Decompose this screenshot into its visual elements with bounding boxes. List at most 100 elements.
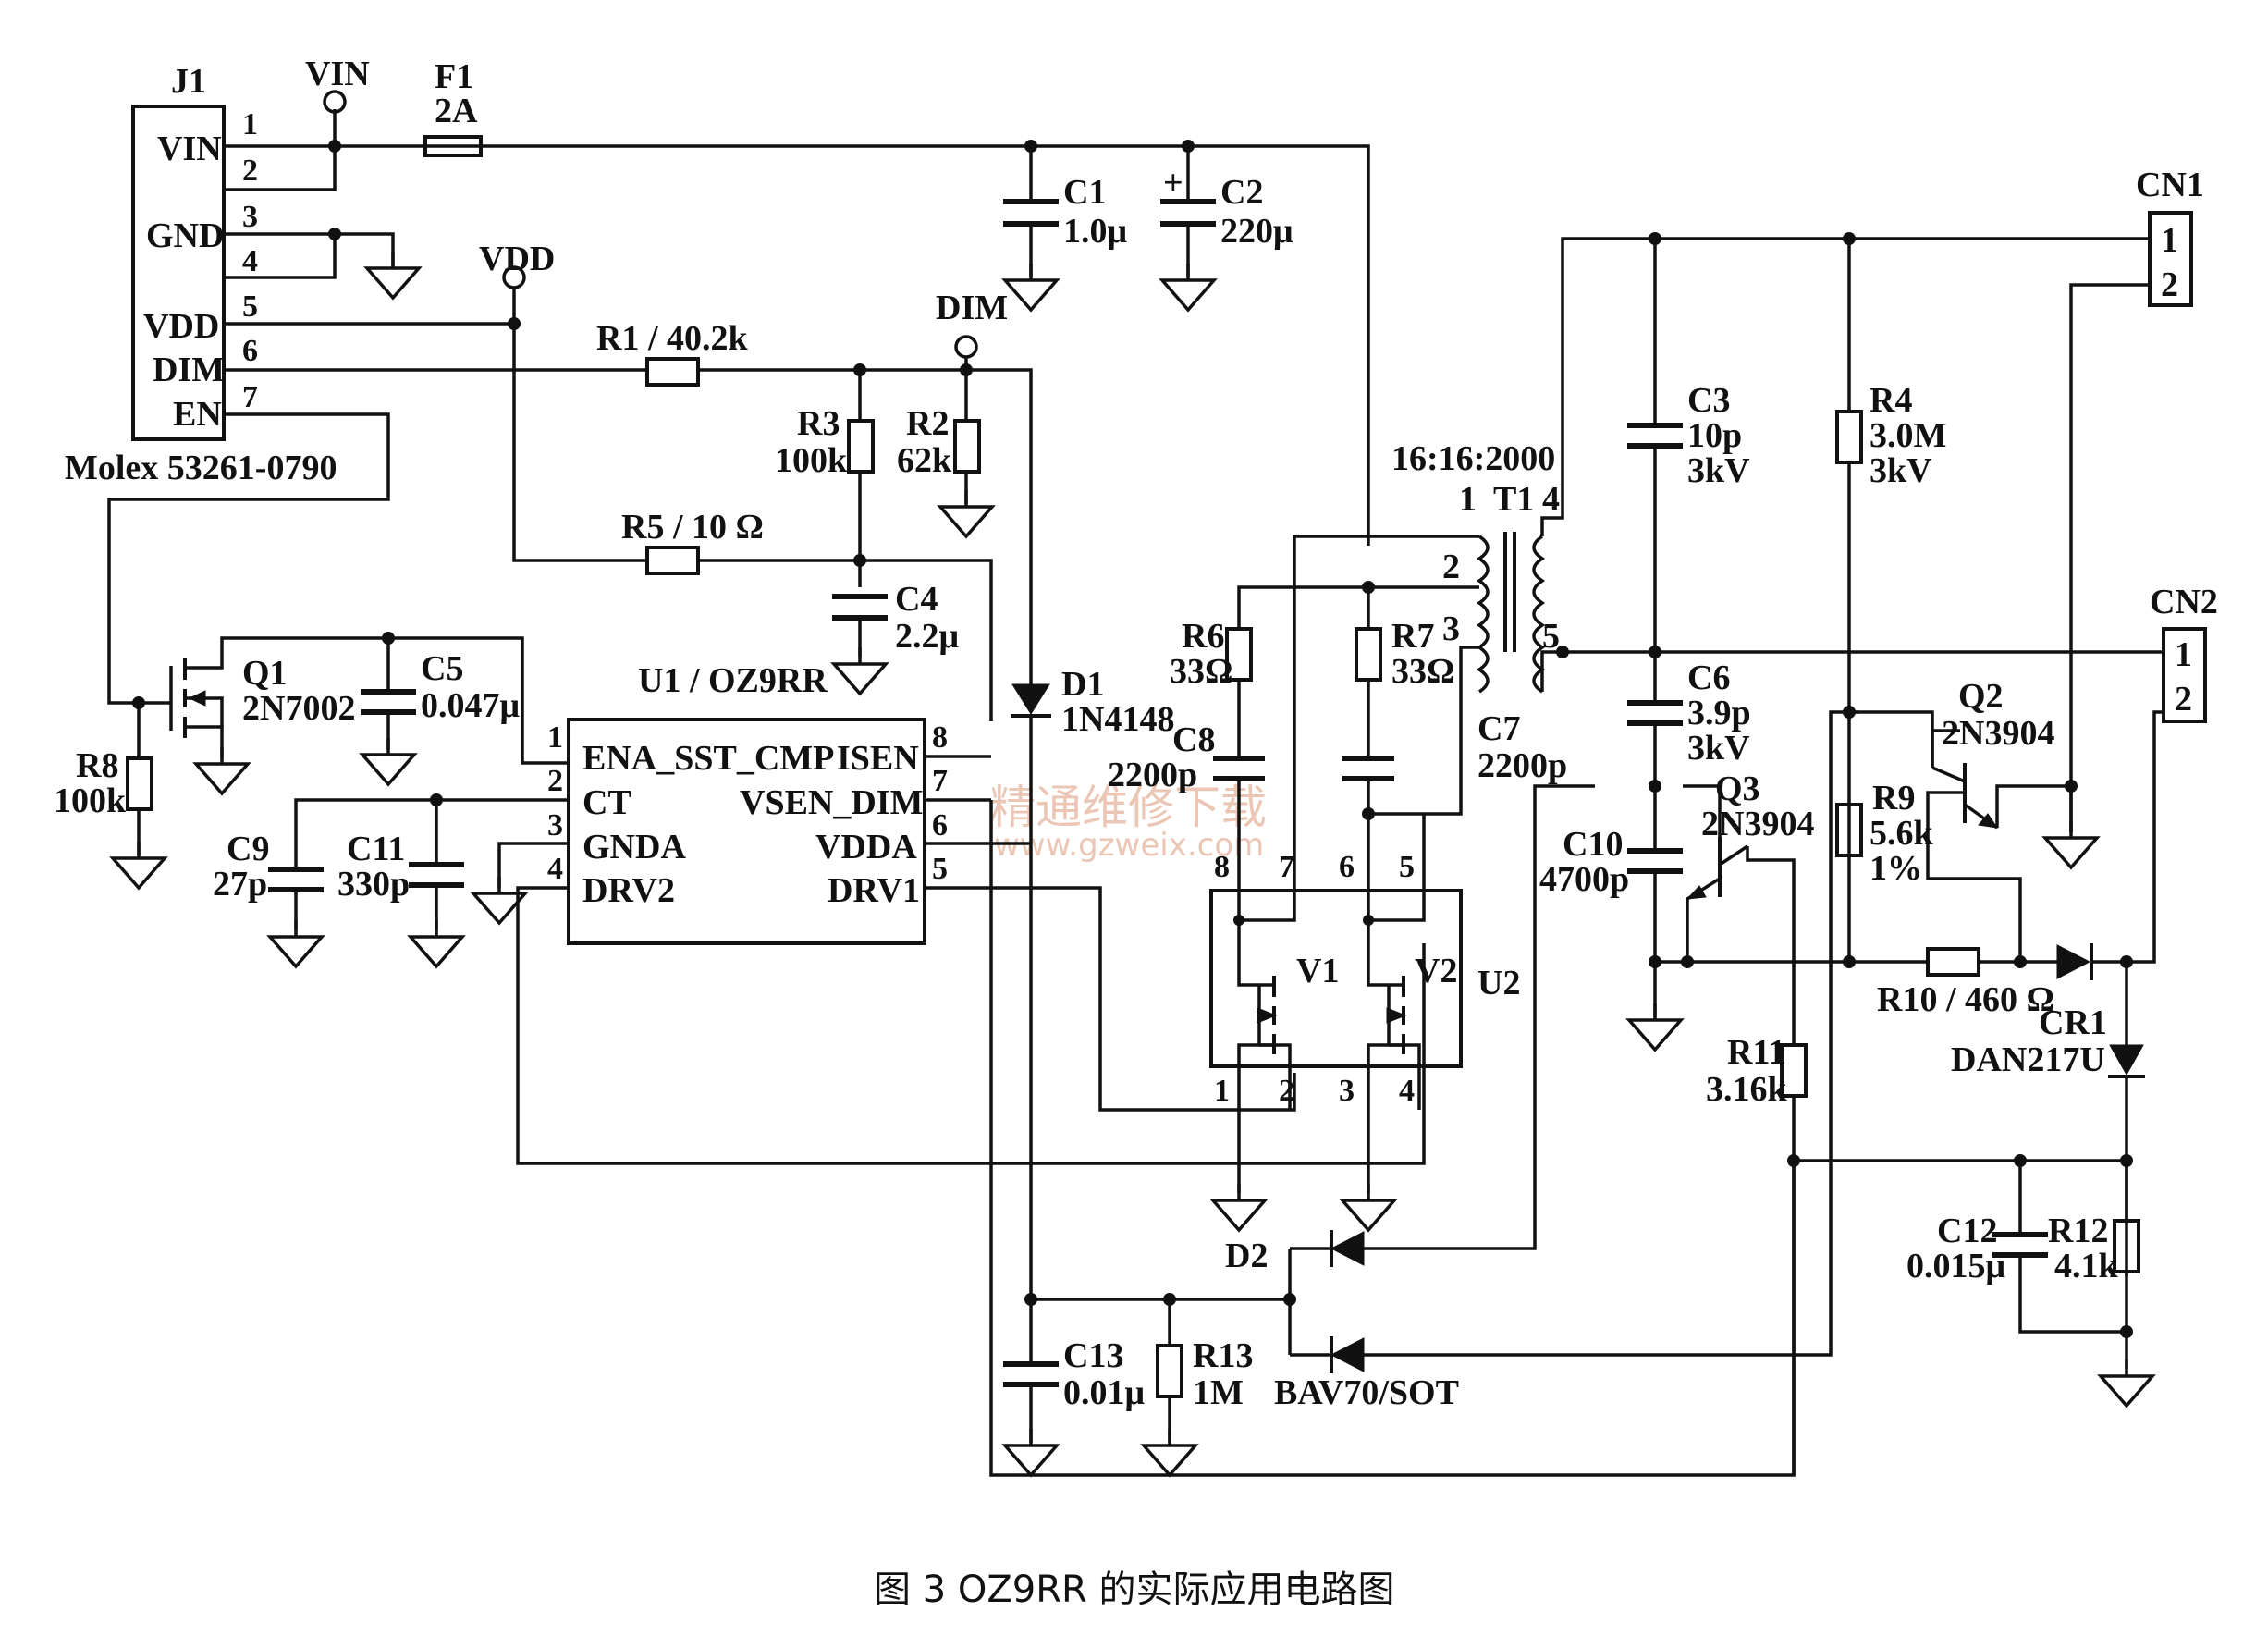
r12-value: 4.1k — [2054, 1247, 2119, 1285]
j1-pin-3: 3 — [242, 200, 258, 234]
q3-part: 2N3904 — [1701, 805, 1814, 843]
c9-ref: C9 — [227, 830, 269, 868]
j1-sig-en: EN — [173, 395, 222, 434]
cr1-ref: CR1 — [2039, 1003, 2107, 1042]
c13-ref: C13 — [1063, 1336, 1123, 1375]
c11-value: 330p — [337, 865, 410, 904]
j1-sig-vdd: VDD — [143, 307, 219, 346]
j1-sig-dim: DIM — [153, 351, 225, 389]
c13-value: 0.01μ — [1063, 1373, 1146, 1412]
resistor-r3 — [847, 419, 875, 474]
r9-tol: 1% — [1870, 849, 1922, 888]
r11-ref: R11 — [1727, 1033, 1785, 1072]
t1-ref: T1 — [1493, 480, 1534, 519]
cn1-pin-1: 1 — [2161, 221, 2178, 260]
u2-pin-5: 5 — [1399, 850, 1415, 884]
cn2-pin-1: 1 — [2175, 635, 2192, 674]
transistor-q3 — [1683, 784, 1796, 1045]
r4-value: 3.0M — [1870, 416, 1946, 455]
r11-value: 3.16k — [1706, 1070, 1788, 1109]
u1-ref: U1 / OZ9RR — [638, 661, 828, 700]
j1-pin-2: 2 — [242, 154, 258, 188]
u2-pin-3: 3 — [1339, 1074, 1355, 1108]
c6-rating: 3kV — [1687, 729, 1750, 768]
transformer-t1: 16:16:2000 T1 1 2 3 4 5 — [1391, 237, 2150, 694]
c12-ref: C12 — [1937, 1212, 1997, 1250]
connector-cn1: CN1 1 2 — [2136, 166, 2204, 307]
r1-label: R1 / 40.2k — [596, 319, 749, 358]
resistor-r5 — [645, 546, 700, 575]
r8-ref: R8 — [76, 746, 118, 785]
r7-ref: R7 — [1391, 617, 1434, 656]
u2-pin-8: 8 — [1214, 850, 1230, 884]
c8-value: 2200p — [1108, 756, 1197, 794]
c2-value: 220μ — [1220, 212, 1293, 251]
j1-pin-7: 7 — [242, 380, 258, 414]
r3-value: 100k — [775, 441, 848, 480]
d1-part: 1N4148 — [1061, 700, 1174, 739]
u1-pin-drv2: DRV2 — [582, 871, 675, 910]
r6-value: 33Ω — [1170, 652, 1232, 691]
u1-pin-gnda: GNDA — [582, 828, 686, 867]
c2-ref: C2 — [1220, 173, 1263, 212]
u1-pin-drv1: DRV1 — [828, 871, 920, 910]
c2-polarity: + — [1163, 164, 1183, 203]
r13-value: 1M — [1193, 1373, 1244, 1412]
r7-value: 33Ω — [1391, 652, 1454, 691]
c9-value: 27p — [213, 865, 267, 904]
u2-pin-6: 6 — [1339, 850, 1355, 884]
connector-j1: J1 VIN GND VDD DIM EN 1 2 3 4 5 6 7 Mole… — [65, 62, 337, 487]
watermark-url: www.gzweix.com — [994, 827, 1264, 864]
j1-ref: J1 — [171, 62, 206, 101]
r5-label: R5 / 10 Ω — [621, 508, 764, 547]
resistor-r8 — [126, 756, 153, 811]
resistor-r7 — [1355, 627, 1382, 682]
cn2-pin-2: 2 — [2175, 680, 2192, 719]
cn1-pin-2: 2 — [2161, 265, 2178, 304]
u1-pin-num-7: 7 — [932, 764, 948, 798]
transistor-q2 — [1926, 729, 2073, 962]
c7-ref: C7 — [1477, 709, 1520, 748]
resistor-r10 — [1926, 947, 1980, 977]
c8-ref: C8 — [1172, 720, 1215, 759]
t1-pin-3: 3 — [1442, 609, 1460, 648]
c3-rating: 3kV — [1687, 451, 1750, 490]
j1-sig-vin: VIN — [157, 129, 222, 168]
transistor-q1 — [139, 636, 569, 795]
u1-pin-num-3: 3 — [547, 808, 563, 843]
u1-pin-num-6: 6 — [932, 808, 948, 843]
j1-sig-gnd: GND — [146, 216, 224, 255]
resistor-r1 — [645, 357, 700, 387]
q3-ref: Q3 — [1715, 769, 1760, 808]
r6-ref: R6 — [1182, 617, 1224, 656]
net-vdd-label: VDD — [479, 240, 555, 278]
net-vin-label: VIN — [305, 55, 370, 93]
r12-ref: R12 — [2048, 1212, 2108, 1250]
t1-pin-2: 2 — [1442, 547, 1460, 586]
connector-cn2: CN2 1 2 — [2150, 583, 2218, 723]
c1-ref: C1 — [1063, 173, 1106, 212]
u1-pin-num-4: 4 — [547, 852, 563, 886]
r4-ref: R4 — [1870, 381, 1912, 420]
r4-rating: 3kV — [1870, 451, 1932, 490]
resistor-r4 — [1835, 410, 1863, 464]
t1-pin-5: 5 — [1542, 617, 1560, 656]
c5-ref: C5 — [421, 649, 463, 688]
net-dim-label: DIM — [936, 289, 1008, 327]
r3-ref: R3 — [797, 404, 840, 443]
j1-pin-4: 4 — [242, 244, 258, 278]
u2-pin-7: 7 — [1279, 850, 1294, 884]
u2-v2: V2 — [1415, 952, 1457, 990]
r13-ref: R13 — [1193, 1336, 1253, 1375]
c6-value: 3.9p — [1687, 694, 1751, 732]
c1-value: 1.0μ — [1063, 212, 1128, 251]
u1-pin-vdda: VDDA — [815, 828, 917, 867]
resistor-r2 — [953, 419, 981, 474]
r8-value: 100k — [54, 781, 127, 820]
u2-pin-4: 4 — [1399, 1074, 1415, 1108]
cn2-ref: CN2 — [2150, 583, 2218, 621]
c6-ref: C6 — [1687, 658, 1730, 697]
ic-u1: U1 / OZ9RR ENA_SST_CMP CT GNDA DRV2 ISEN… — [547, 661, 948, 945]
c5-value: 0.047μ — [421, 686, 521, 725]
